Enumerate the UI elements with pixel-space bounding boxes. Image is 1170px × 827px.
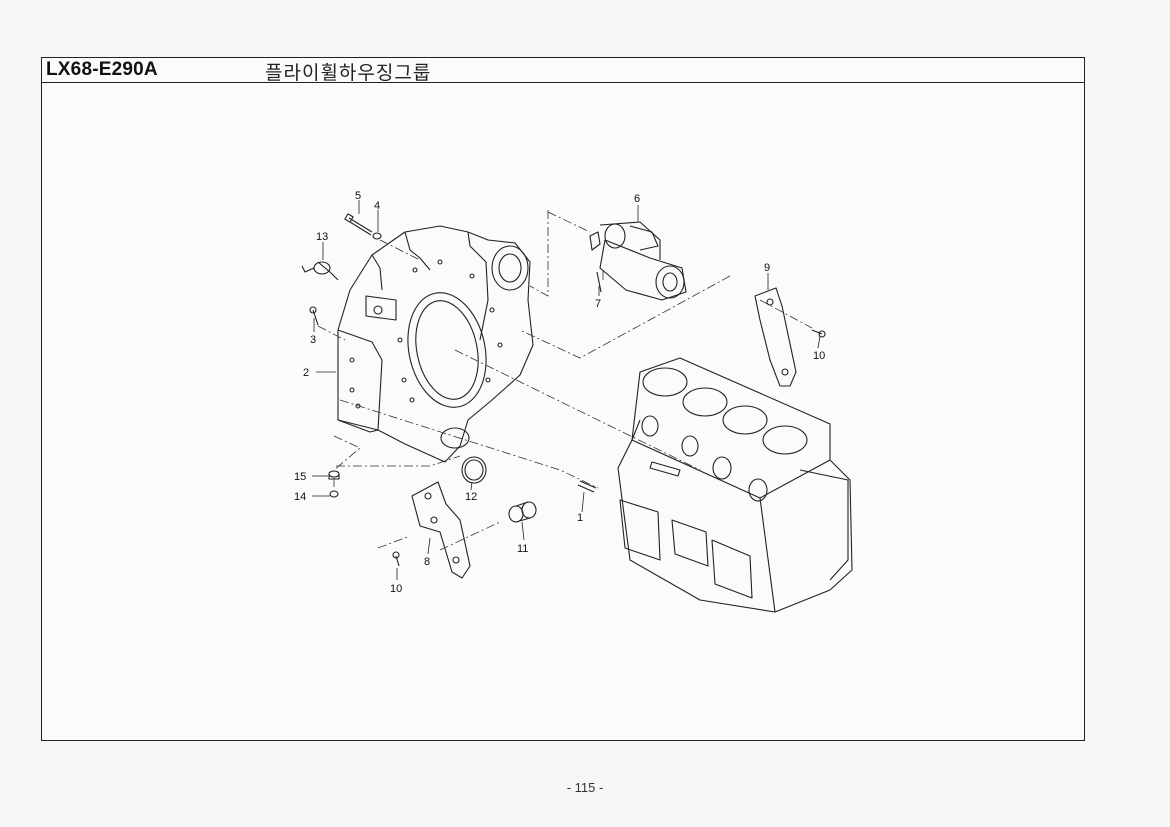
callout-7: 7: [595, 298, 601, 310]
engine-block: [617, 357, 853, 613]
callout-13: 13: [316, 231, 328, 243]
callout-10-lower: 10: [390, 583, 402, 595]
callout-1: 1: [577, 512, 583, 524]
bolt-5: [348, 217, 373, 236]
callout-labels: 1 2 3 4 5 6 7 8 9 10 10 11 12 13 14 15: [294, 190, 825, 595]
flywheel-housing: [337, 225, 534, 463]
callout-5: 5: [355, 190, 361, 202]
callout-10-upper: 10: [813, 350, 825, 362]
bracket-8: [411, 481, 471, 579]
page-number: - 115 -: [566, 780, 604, 795]
callout-3: 3: [310, 334, 316, 346]
callout-2: 2: [303, 367, 309, 379]
callout-4: 4: [374, 200, 380, 212]
callout-12: 12: [465, 491, 477, 503]
callout-9: 9: [764, 262, 770, 274]
bracket-9: [754, 287, 797, 387]
header-bar: LX68-E290A 플라이휠하우징그룹: [42, 58, 1084, 84]
washer-14: [329, 490, 339, 498]
bolt-7: [596, 271, 602, 293]
group-title: 플라이휠하우징그룹: [265, 63, 432, 84]
pin-1: [577, 480, 597, 493]
callout-14: 14: [294, 491, 306, 503]
bushing-11: [508, 501, 537, 523]
washer-4: [372, 232, 382, 240]
sensor-13: [301, 261, 339, 281]
callout-6: 6: [634, 193, 640, 205]
bolt-10-upper: [811, 329, 823, 335]
o-ring-12: [461, 456, 487, 484]
group-code: LX68-E290A: [46, 59, 158, 80]
callout-15: 15: [294, 471, 306, 483]
starter-motor-6: [589, 221, 687, 301]
callout-11: 11: [517, 543, 528, 555]
plug-15: [328, 470, 340, 478]
drawing-frame: LX68-E290A 플라이휠하우징그룹: [41, 57, 1085, 741]
callout-8: 8: [424, 556, 430, 568]
